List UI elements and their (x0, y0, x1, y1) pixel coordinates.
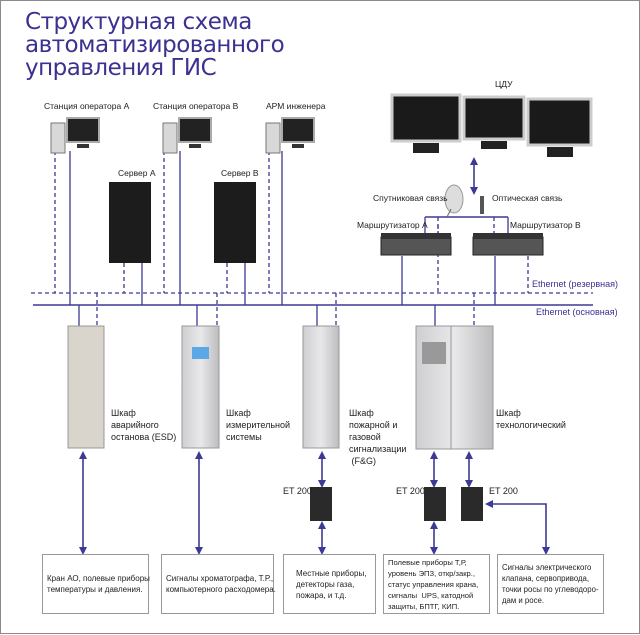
label-engineer: АРМ инженера (266, 101, 326, 111)
signal-box-fg: Местные приборы, детекторы газа, пожара,… (283, 554, 376, 614)
signal-box-esd: Кран АО, полевые приборы температуры и д… (42, 554, 150, 614)
label-cdu: ЦДУ (495, 79, 513, 89)
cdu-monitors (390, 93, 593, 157)
label-server-b: Сервер В (221, 168, 259, 178)
label-router-a: Маршрутизатор А (357, 220, 428, 230)
label-station-a: Станция оператора А (44, 101, 130, 111)
label-server-a: Сервер А (118, 168, 156, 178)
label-cabinet-fg: Шкаф пожарной и газовой сигнализации (F&… (349, 408, 407, 466)
label-ethernet-reserve: Ethernet (резервная) (532, 279, 618, 289)
label-cabinet-measurement: Шкаф измерительной системы (226, 408, 291, 442)
satellite-dish-icon (444, 184, 464, 218)
label-router-b: Маршрутизатор В (510, 220, 581, 230)
server-icons (109, 182, 256, 263)
signal-box-valve: Сигналы электрического клапана, сервопри… (497, 554, 604, 614)
router-icons (380, 233, 544, 256)
cabinet-icons (67, 325, 494, 450)
label-et200: ET 200 (283, 486, 312, 496)
label-ethernet-main: Ethernet (основная) (536, 307, 618, 317)
label-et200: ET 200 (396, 486, 425, 496)
optical-cable-icon (480, 196, 484, 214)
label-cabinet-esd: Шкаф аварийного останова (ESD) (111, 408, 177, 442)
label-station-b: Станция оператора В (153, 101, 239, 111)
signal-box-tech: Полевые приборы Т,Р, уровень ЭПЗ, откр/з… (383, 554, 490, 614)
workstation-icons (50, 117, 315, 154)
label-satellite: Спутниковая связь (373, 193, 448, 203)
page-title: Структурная схема автоматизированного уп… (25, 9, 285, 81)
label-cabinet-tech: Шкаф технологический (496, 408, 566, 430)
label-et200: ET 200 (489, 486, 518, 496)
signal-box-measurement: Сигналы хроматографа, Т.Р., компьютерног… (161, 554, 276, 614)
label-optical: Оптическая связь (492, 193, 563, 203)
et200-module-icons (310, 487, 483, 521)
